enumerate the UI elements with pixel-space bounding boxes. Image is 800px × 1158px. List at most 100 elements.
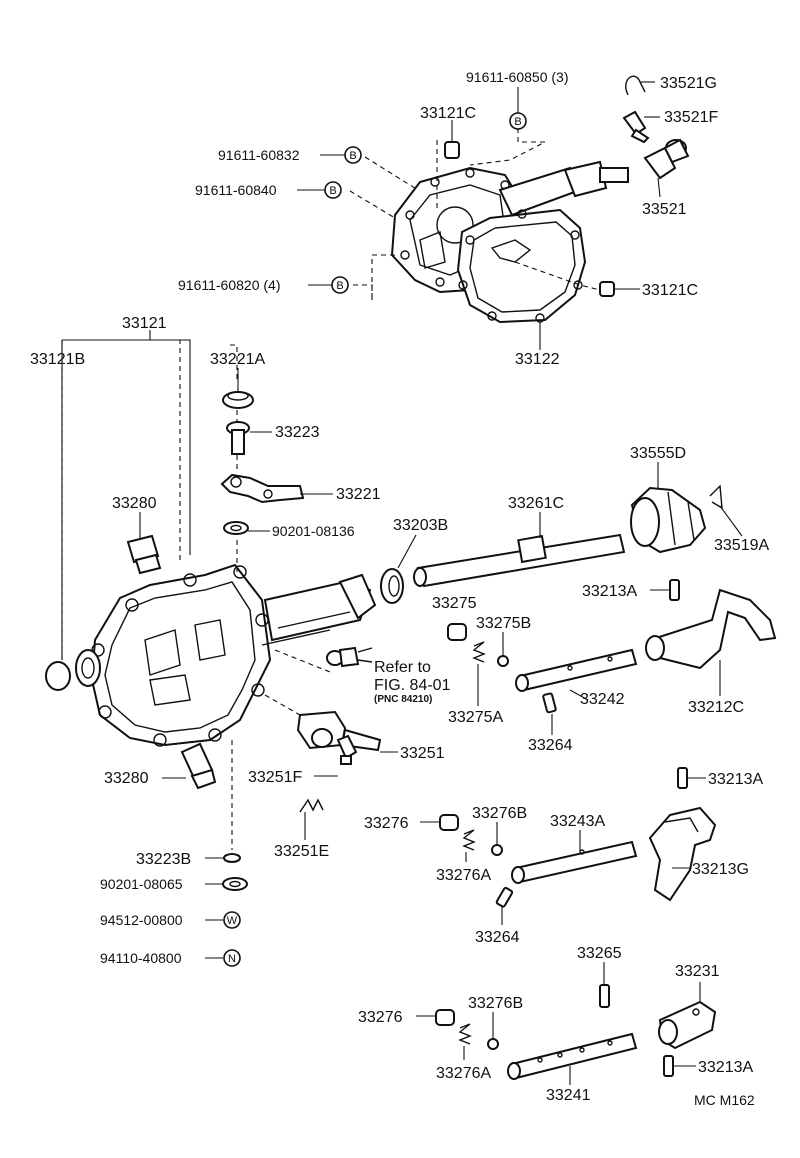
plug-33276-2	[435, 1009, 455, 1026]
dash-line-4	[353, 284, 373, 300]
label-33519A: 33519A	[714, 537, 769, 554]
label-33264-1: 33264	[528, 737, 573, 754]
cap-33121C-right	[599, 281, 615, 297]
rod-33261C	[413, 533, 626, 588]
spring-33276A-2	[458, 1023, 472, 1045]
ring-33121B	[45, 661, 71, 691]
label-33276B-1: 33276B	[472, 805, 527, 822]
pin-33264-1	[542, 692, 557, 714]
shaft-33241	[507, 1032, 638, 1080]
ball-33276B-2	[487, 1038, 499, 1050]
bolt-symbol-60832: B	[344, 146, 362, 164]
washer-90201-08136	[223, 521, 249, 535]
label-33280-top: 33280	[112, 495, 157, 512]
label-figure-code: MC M162	[694, 1092, 755, 1108]
label-33265: 33265	[577, 945, 622, 962]
label-33276A-1: 33276A	[436, 867, 491, 884]
spring-33521G	[625, 75, 646, 96]
label-33264-2: 33264	[475, 929, 520, 946]
nut-symbol-94110: N	[223, 949, 241, 967]
pin-33213A-2	[677, 767, 688, 789]
label-33221A: 33221A	[210, 351, 265, 368]
label-33521: 33521	[642, 201, 687, 218]
label-33276-2: 33276	[358, 1009, 403, 1026]
label-33521G: 33521G	[660, 75, 717, 92]
svg-text:B: B	[336, 280, 343, 292]
shaft-33242	[515, 648, 638, 692]
label-refer-fig: FIG. 84-01	[374, 677, 451, 694]
label-refer-to: Refer to	[374, 659, 431, 676]
label-33213A-2: 33213A	[708, 771, 763, 788]
svg-text:N: N	[228, 953, 236, 965]
label-33280-bottom: 33280	[104, 770, 149, 787]
bolt-symbol-60840: B	[324, 181, 342, 199]
label-91611-60840: 91611-60840	[195, 182, 277, 198]
label-33121C-right: 33121C	[642, 282, 698, 299]
pin-33213A-3	[663, 1055, 674, 1077]
pin-33521F	[622, 110, 650, 144]
head-33231	[658, 1000, 717, 1050]
washer-symbol-94512: W	[223, 911, 241, 929]
bolt-33251F	[336, 734, 358, 765]
label-33275A: 33275A	[448, 709, 503, 726]
label-90201-08065: 90201-08065	[100, 876, 183, 892]
label-94512-00800: 94512-00800	[100, 912, 183, 928]
svg-text:B: B	[349, 150, 356, 162]
dash-line-13	[274, 649, 331, 673]
label-33122: 33122	[515, 351, 560, 368]
label-33251E: 33251E	[274, 843, 329, 860]
dash-line-5	[371, 254, 395, 300]
seal-33221A	[222, 391, 254, 409]
transmission-case-33121	[75, 563, 377, 747]
label-33241: 33241	[546, 1087, 591, 1104]
label-91611-60820: 91611-60820 (4)	[178, 277, 280, 293]
label-33223: 33223	[275, 424, 320, 441]
label-33212C: 33212C	[688, 699, 744, 716]
fork-33212C	[645, 588, 777, 670]
bolt-symbol-60850: B	[509, 112, 527, 130]
cap-33121C-top	[444, 141, 460, 159]
dash-line-14	[264, 694, 301, 716]
shaft-33223	[226, 421, 250, 455]
label-91611-60850: 91611-60850 (3)	[466, 69, 568, 85]
plug-33521	[643, 138, 690, 180]
extension-housing	[390, 160, 629, 294]
label-94110-40800: 94110-40800	[100, 950, 182, 966]
label-33243A: 33243A	[550, 813, 605, 830]
label-33221: 33221	[336, 486, 381, 503]
label-33203B: 33203B	[393, 517, 448, 534]
sensor-switch	[326, 646, 373, 668]
ball-33276B-1	[491, 844, 503, 856]
boot-33555D	[630, 486, 707, 554]
svg-text:B: B	[329, 185, 336, 197]
svg-text:B: B	[514, 116, 521, 128]
shaft-33243A	[511, 840, 638, 884]
label-33276A-2: 33276A	[436, 1065, 491, 1082]
svg-text:W: W	[227, 915, 238, 927]
spring-33275A	[472, 641, 486, 663]
plug-33280-bottom	[180, 742, 217, 790]
label-33223B: 33223B	[136, 851, 191, 868]
label-33213A-3: 33213A	[698, 1059, 753, 1076]
seal-33203B	[380, 568, 404, 604]
dash-line-7	[514, 261, 601, 291]
spring-33276A-1	[462, 829, 476, 851]
gasket-33122	[456, 208, 587, 324]
plug-33275	[447, 623, 467, 641]
label-33276B-2: 33276B	[468, 995, 523, 1012]
label-33251F: 33251F	[248, 769, 302, 786]
label-33261C: 33261C	[508, 495, 564, 512]
label-33521F: 33521F	[664, 109, 718, 126]
label-33231: 33231	[675, 963, 720, 980]
dash-line-9	[230, 344, 238, 380]
label-33276-1: 33276	[364, 815, 409, 832]
label-33275: 33275	[432, 595, 477, 612]
dash-line-1	[469, 128, 546, 166]
label-91611-60832: 91611-60832	[218, 147, 300, 163]
pin-33213A-1	[669, 579, 680, 601]
clip-33519A	[709, 484, 723, 510]
washer-90201-08065	[222, 877, 248, 891]
label-33121B: 33121B	[30, 351, 85, 368]
dash-line-3	[349, 190, 396, 219]
